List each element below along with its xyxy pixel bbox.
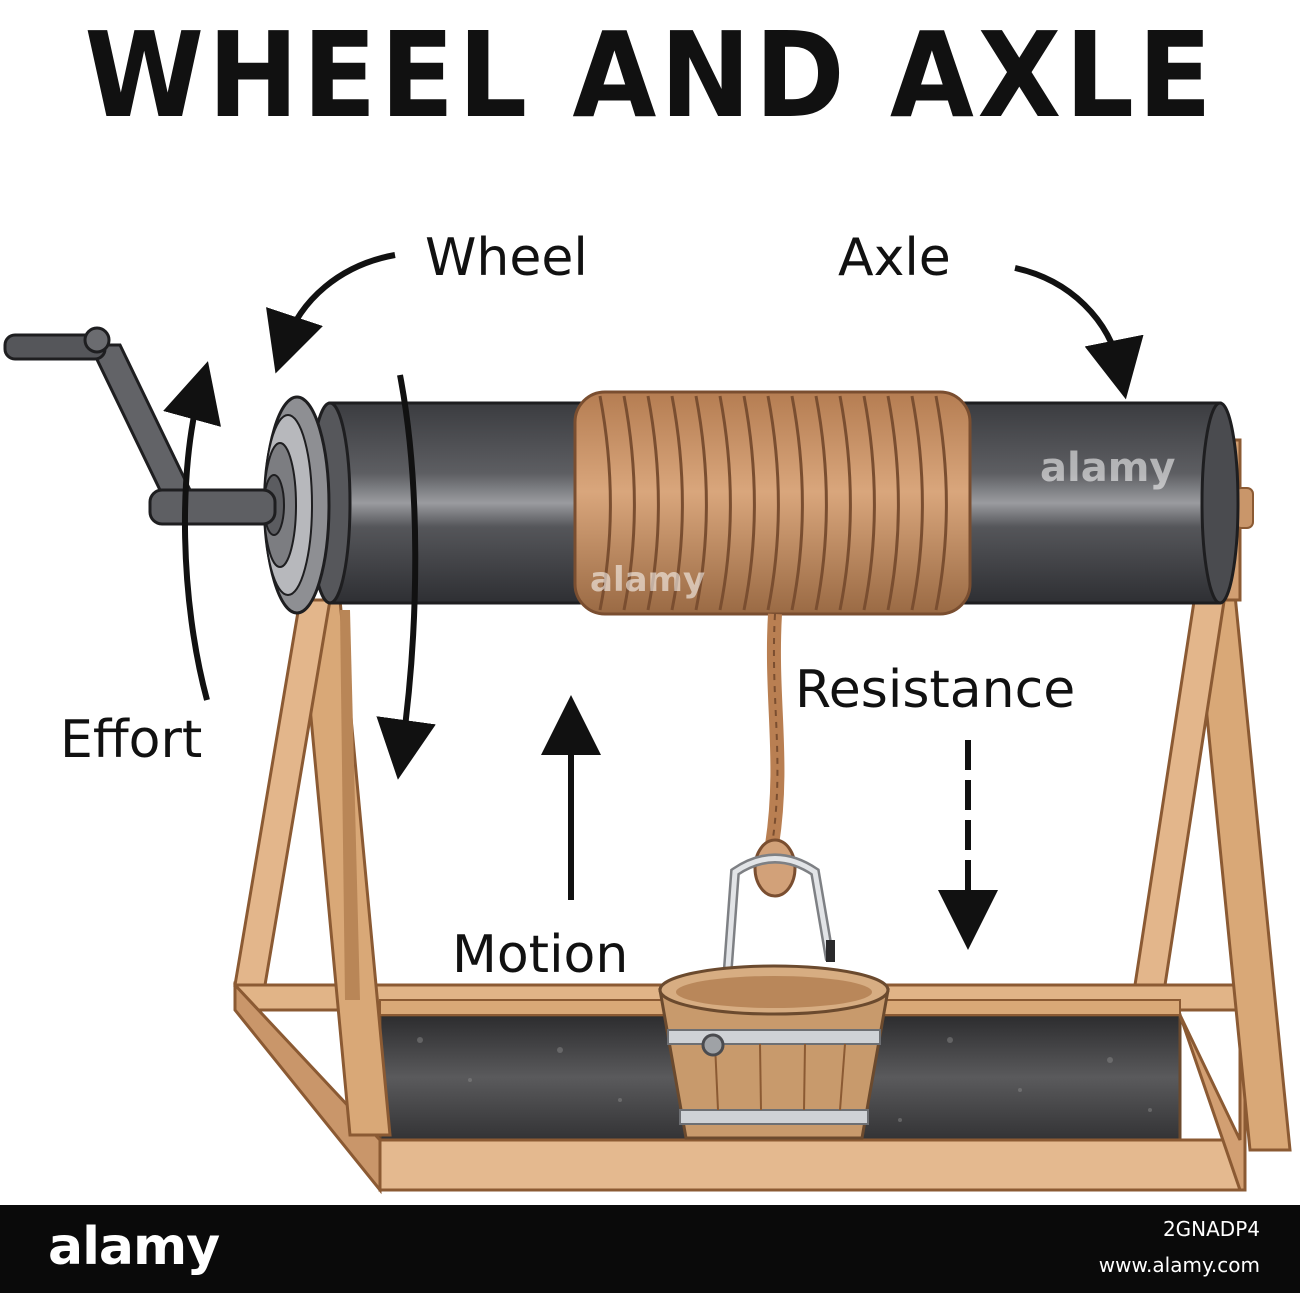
footer-bar: alamy 2GNADP4 www.alamy.com (0, 1205, 1300, 1293)
rope-wrap-line (622, 395, 636, 611)
label-effort: Effort (60, 710, 203, 770)
crank-handle-icon (3, 326, 277, 526)
label-resistance: Resistance (795, 660, 1076, 720)
rope-wrap-line (934, 395, 948, 611)
rope-wrap-line (694, 395, 708, 611)
footer-image-id: 2GNADP4 (1162, 1217, 1260, 1241)
rope-wrap-line (718, 395, 732, 611)
rope-wrap-line (790, 395, 804, 611)
rope-wrap-line (670, 395, 684, 611)
rotation-arrow-down-icon (376, 374, 436, 780)
rope-knot (753, 838, 797, 898)
effort-arrow-up-icon (163, 361, 221, 701)
page-title: WHEEL AND AXLE (84, 6, 1216, 144)
watermark: alamy (590, 560, 706, 600)
rope-coil (573, 390, 972, 898)
footer-site: www.alamy.com (1098, 1253, 1260, 1277)
label-motion: Motion (452, 925, 629, 985)
rope-wrap-line (814, 395, 828, 611)
footer-brand: alamy (48, 1217, 220, 1277)
rope-wrap-line (598, 395, 612, 611)
rope-wrap-line (886, 395, 900, 611)
label-axle: Axle (838, 228, 951, 288)
rope-wrap-line (910, 395, 924, 611)
annotation-arrows (163, 252, 1144, 950)
label-wheel: Wheel (425, 228, 588, 288)
wheel-disc (263, 395, 331, 615)
bucket-icon (658, 853, 890, 1140)
rope-wrap-line (742, 395, 756, 611)
rope-wrap-line (838, 395, 852, 611)
wheel-arrow-icon (266, 252, 396, 374)
rope-wrap-line (646, 395, 660, 611)
watermark: alamy (1040, 445, 1176, 491)
rope-wrap-line (862, 395, 876, 611)
rope-wrap-line (766, 395, 780, 611)
axle-arrow-icon (1014, 265, 1144, 400)
